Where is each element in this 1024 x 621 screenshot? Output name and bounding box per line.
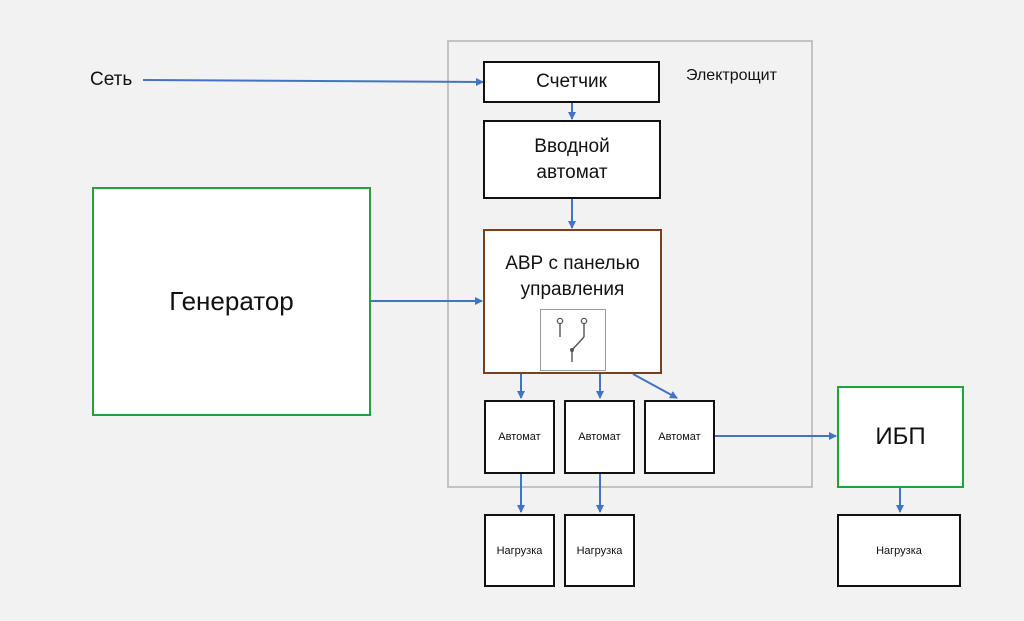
breaker-1-box: Автомат (484, 400, 555, 474)
load-3-box: Нагрузка (837, 514, 961, 587)
transfer-switch-icon (539, 309, 606, 371)
main-breaker-label: Вводной автомат (534, 135, 610, 183)
load-1-label: Нагрузка (496, 544, 543, 557)
load-2-box: Нагрузка (564, 514, 635, 587)
load-3-label: Нагрузка (876, 544, 922, 557)
load-2-label: Нагрузка (576, 544, 623, 557)
ups-label: ИБП (875, 423, 926, 450)
breaker-1-label: Автомат (498, 431, 541, 443)
breaker-3-label: Автомат (658, 431, 701, 443)
meter-label: Счетчик (536, 71, 607, 92)
switchboard-label: Электрощит (686, 67, 777, 84)
ats-label: АВР с панелью управления (505, 253, 640, 300)
wire-network-to-meter (142, 77, 484, 86)
meter-box: Счетчик (483, 61, 660, 103)
breaker-2-label: Автомат (578, 431, 621, 443)
generator-box: Генератор (92, 187, 371, 416)
switchboard-frame (447, 40, 813, 488)
ats-box: АВР с панелью управления (483, 229, 662, 374)
ups-box: ИБП (837, 386, 964, 488)
generator-label: Генератор (169, 286, 294, 316)
wire-ats-to-breaker-3 (632, 373, 678, 399)
network-label: Сеть (90, 69, 133, 90)
breaker-2-box: Автомат (564, 400, 635, 474)
main-breaker-box: Вводной автомат (483, 120, 661, 199)
breaker-3-box: Автомат (644, 400, 715, 474)
load-1-box: Нагрузка (484, 514, 555, 587)
